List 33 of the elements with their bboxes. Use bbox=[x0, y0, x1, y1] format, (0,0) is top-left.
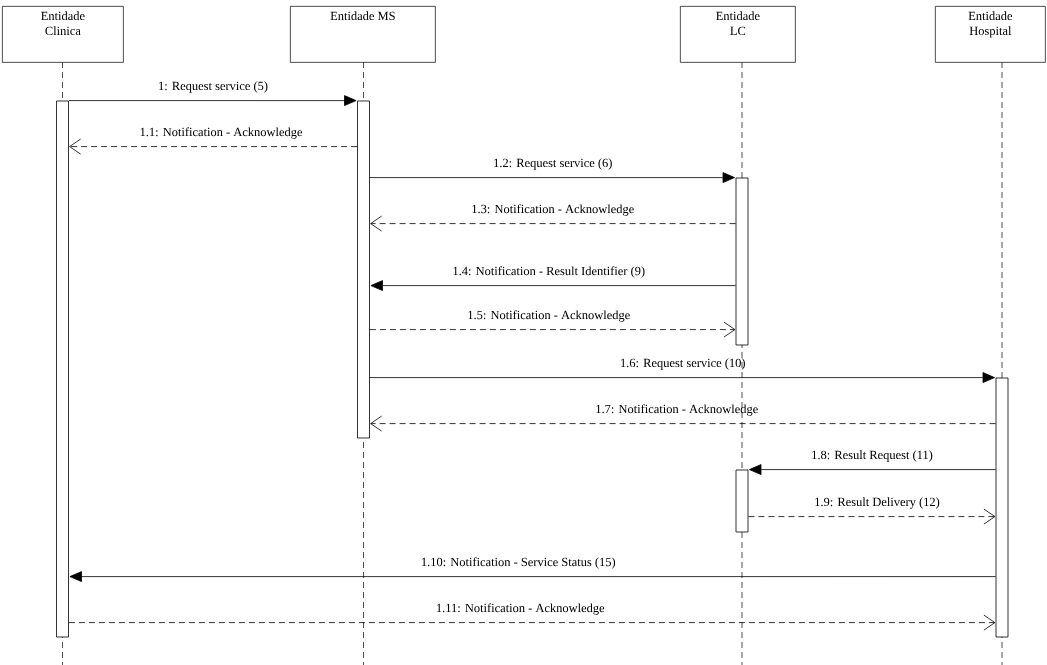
lifeline-header-box: Entidade MS bbox=[290, 6, 436, 63]
message-label: 1: Request service (5) bbox=[159, 81, 268, 93]
message-label: 1.2: Request service (6) bbox=[494, 158, 612, 170]
message-label: 1.5: Notification - Acknowledge bbox=[468, 310, 630, 322]
message-label: 1.1: Notification - Acknowledge bbox=[140, 127, 303, 139]
message-arrow bbox=[369, 372, 995, 383]
message-arrow bbox=[68, 95, 357, 106]
message-arrow bbox=[370, 215, 736, 232]
message-label: 1.3: Notification - Acknowledge bbox=[472, 204, 634, 216]
message-arrow bbox=[68, 614, 996, 631]
activation-bar bbox=[995, 377, 1009, 638]
lifeline-header-box: Entidade Clinica bbox=[2, 6, 124, 63]
activation-bar bbox=[735, 177, 749, 346]
message-arrow bbox=[69, 571, 996, 582]
message-arrow bbox=[748, 508, 996, 525]
activation-bar bbox=[357, 100, 370, 439]
lifeline-header-box: Entidade Hospital bbox=[935, 6, 1046, 63]
activation-bar bbox=[735, 469, 749, 533]
message-label: 1.11: Notification - Acknowledge bbox=[437, 603, 605, 615]
message-label: 1.9: Result Delivery (12) bbox=[815, 497, 940, 509]
activation-bar bbox=[56, 100, 69, 638]
message-arrow bbox=[69, 138, 358, 155]
message-label: 1.7: Notification - Acknowledge bbox=[596, 404, 758, 416]
message-label: 1.4: Notification - Result Identifier (9) bbox=[453, 266, 645, 278]
message-label: 1.8: Result Request (11) bbox=[812, 450, 933, 462]
message-arrow bbox=[369, 321, 736, 338]
message-arrow bbox=[369, 172, 735, 183]
message-arrow bbox=[370, 280, 736, 291]
lifeline-header-box: Entidade LC bbox=[680, 6, 796, 63]
message-label: 1.10: Notification - Service Status (15) bbox=[422, 557, 616, 569]
message-label: 1.6: Request service (10) bbox=[621, 358, 745, 370]
message-arrow bbox=[370, 415, 996, 432]
message-arrow bbox=[749, 464, 996, 475]
